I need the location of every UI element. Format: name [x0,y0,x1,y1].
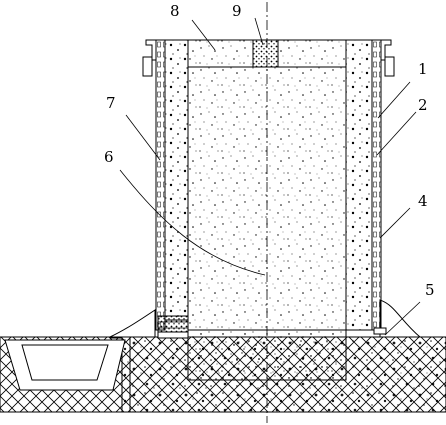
leader-8 [191,19,216,51]
base-plate [373,327,387,335]
base-mound [109,299,422,338]
label-6: 6 [104,148,114,166]
label-1: 1 [418,60,428,78]
label-7: 7 [106,94,116,112]
leader-lines [119,17,421,336]
leader-6 [119,169,266,276]
label-8: 8 [170,2,180,20]
leader-4 [379,207,411,239]
label-4: 4 [418,192,428,210]
leader-7 [125,114,161,161]
bottom-gate [157,315,189,339]
label-2: 2 [418,96,428,114]
label-5: 5 [425,281,435,299]
outer-shell [142,39,395,331]
refractory-lining [164,39,373,331]
leader-5 [384,301,421,336]
leader-2 [376,111,417,156]
leader-9 [254,17,264,46]
leader-1 [377,81,411,119]
trough [4,339,126,391]
top-cover [187,39,347,68]
label-9: 9 [232,2,242,20]
